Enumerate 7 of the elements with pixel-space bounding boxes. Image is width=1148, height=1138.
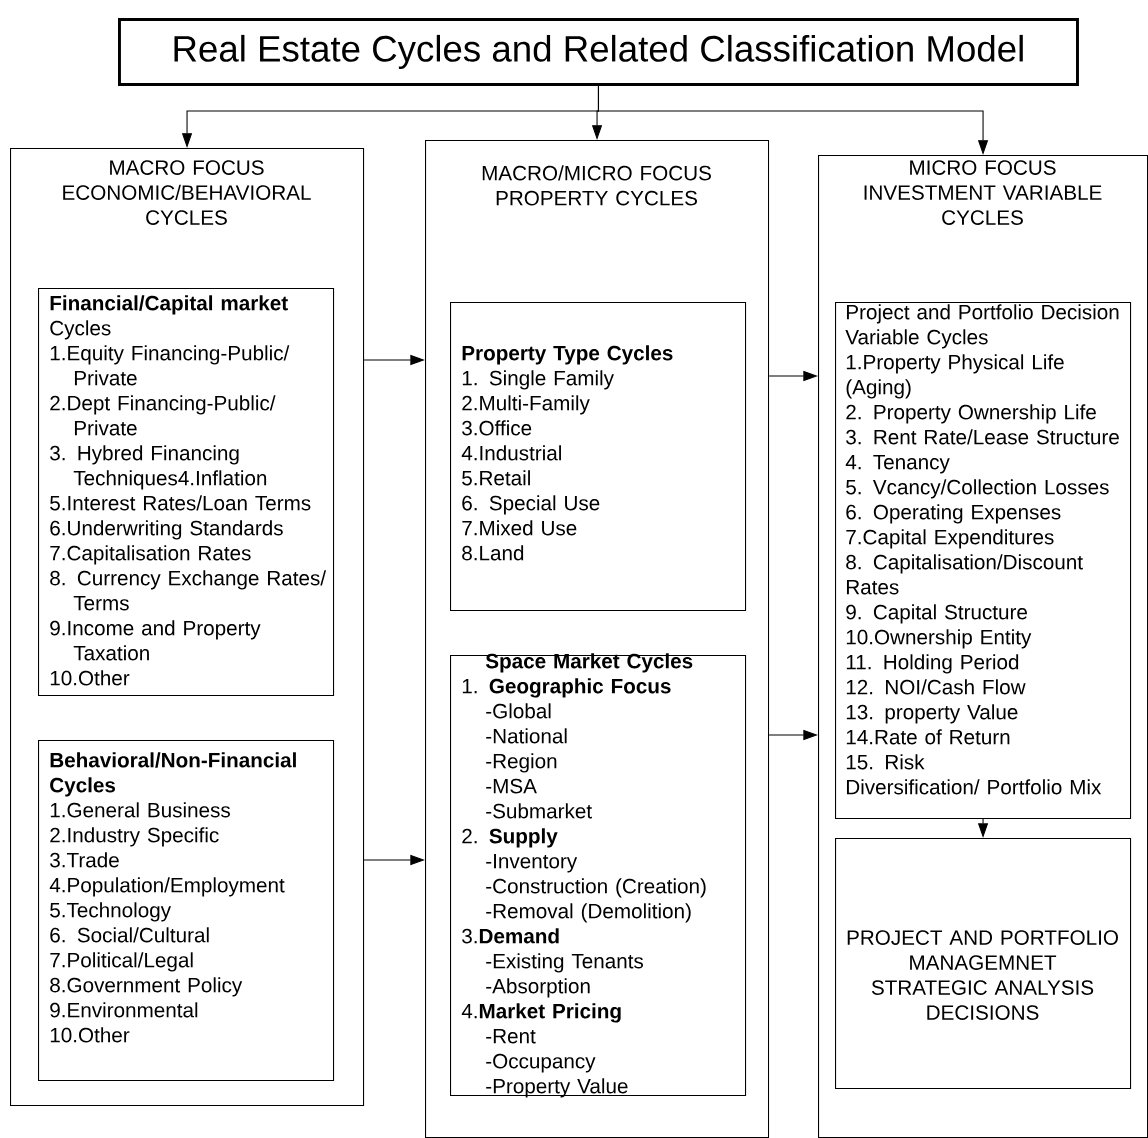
list-box: Space Market Cycles 1. Geographic Focus -Global -National -Region -MSA -Submarket 2. Supply -Inventory -Construction (Creation) -Removal (Demolition) 3.Demand -Existing Tenants -Absorption 4.Market Pricing -Rent -Occupancy -Property Value [450,653,747,1098]
list-box: Property Type Cycles 1. Single Family 2.Multi-Family 3.Office 4.Industrial 5.Retail 6. Special Use 7.Mixed Use 8.Land [450,302,747,612]
decision-box: PROJECT AND PORTFOLIO MANAGEMNET STRATEGIC ANALYSIS DECISIONS [835,838,1132,1090]
list-box: Behavioral/Non-Financial Cycles 1.General Business 2.Industry Specific 3.Trade 4.Population/Employment 5.Technology 6. Social/Cultural 7.Political/Legal 8.Government Policy 9.Environmental 10.Other [38,740,335,1082]
list-box: Project and Portfolio Decision Variable Cycles 1.Property Physical Life (Aging) 2. Property Ownership Life 3. Rent Rate/Lease Structure 4. Tenancy 5. Vcancy/Collection Losses 6. Operating Expenses 7.Capital Expenditures 8. Capitalisation/Discount Rates 9. Capital Structure 10.Ownership Entity 11. Holding Period 12. NOI/Cash Flow 13. property Value 14.Rate of Return 15. Risk Diversification/ Portfolio Mix [835,302,1132,820]
list-box: Financial/Capital market Cycles 1.Equity Financing-Public/ Private 2.Dept Financing-Public/ Private 3. Hybred Financing Techniques4.Inflation 5.Interest Rates/Loan Terms 6.Underwriting Standards 7.Capitalisation Rates 8. Currency Exchange Rates/ Terms 9.Income and Property Taxation 10.Other [38,288,335,697]
title-box: Real Estate Cycles and Related Classification Model [118,18,1079,86]
